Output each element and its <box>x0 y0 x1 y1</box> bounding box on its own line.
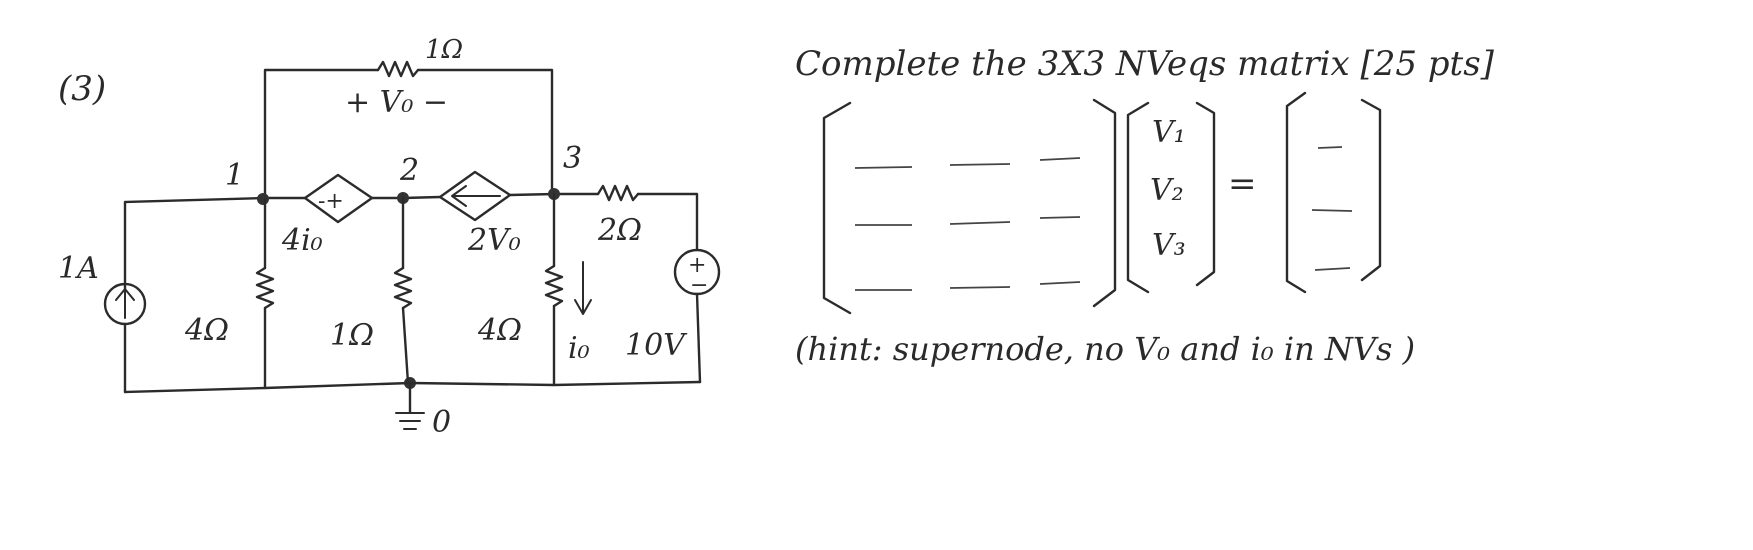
right-resistor-label: 2Ω <box>597 213 642 248</box>
rhs-right-bracket <box>1360 98 1382 282</box>
vector-v2: V₂ <box>1150 173 1184 208</box>
resistor-node2-icon <box>393 196 413 385</box>
hint-text: (hint: supernode, no V₀ and i₀ in NVs ) <box>795 330 1415 368</box>
matrix-left-bracket <box>822 101 852 315</box>
svg-text:−: − <box>690 273 708 298</box>
instruction-text: Complete the 3X3 NVeqs matrix [25 pts] <box>795 44 1495 84</box>
blank-r3c2[interactable] <box>949 286 1011 289</box>
blank-r1c2[interactable] <box>949 163 1011 166</box>
matrix-right-bracket <box>1092 98 1117 308</box>
current-source-icon <box>103 282 147 394</box>
blank-r1c1[interactable] <box>854 166 913 169</box>
blank-r2c3[interactable] <box>1039 216 1081 219</box>
matrix-blanks <box>854 157 1081 291</box>
voltage-source-icon: + − <box>673 248 721 384</box>
dep-voltage-source-label: 4i₀ <box>281 223 323 258</box>
top-resistor-label: 1Ω <box>425 35 463 65</box>
resistor-node3-icon <box>544 192 564 387</box>
node-1-label: 1 <box>225 158 244 193</box>
svg-text:-+: -+ <box>318 189 344 214</box>
resistor-node3-label: 4Ω <box>477 313 522 348</box>
current-source-label: 1A <box>58 251 99 286</box>
ground-icon <box>395 381 425 430</box>
top-wire <box>263 60 554 202</box>
svg-text:+: + <box>688 253 706 278</box>
rhs-left-bracket <box>1285 91 1307 294</box>
rhs-blank-3[interactable] <box>1314 267 1351 271</box>
io-label: i₀ <box>568 331 590 366</box>
equals-sign: = <box>1228 164 1257 204</box>
dep-current-source-label: 2V₀ <box>467 223 521 258</box>
node-1-dot <box>257 193 269 205</box>
voltage-source-label: 10V <box>625 328 688 363</box>
dependent-current-source-icon <box>438 170 512 222</box>
vector-right-bracket <box>1195 101 1216 287</box>
ground-label: 0 <box>432 405 451 440</box>
io-arrow-icon <box>574 261 592 315</box>
problem-number: (3) <box>58 69 106 109</box>
vector-left-bracket <box>1126 101 1150 294</box>
blank-r3c3[interactable] <box>1039 281 1081 285</box>
vo-polarity-label: + V₀ − <box>345 85 448 120</box>
rhs-blank-1[interactable] <box>1317 146 1343 149</box>
node-2-label: 2 <box>399 153 419 188</box>
blank-r2c2[interactable] <box>949 221 1011 225</box>
vector-v3: V₃ <box>1152 228 1186 263</box>
rhs-blanks <box>1311 146 1353 271</box>
dependent-voltage-source-icon: -+ <box>303 173 374 224</box>
node-3-label: 3 <box>563 141 582 176</box>
resistor-node2-label: 1Ω <box>330 318 374 353</box>
resistor-node1-icon <box>255 198 275 390</box>
rhs-blank-2[interactable] <box>1311 209 1353 212</box>
blank-r1c3[interactable] <box>1039 157 1081 161</box>
vector-v1: V₁ <box>1152 115 1186 150</box>
resistor-node1-label: 4Ω <box>184 313 229 348</box>
